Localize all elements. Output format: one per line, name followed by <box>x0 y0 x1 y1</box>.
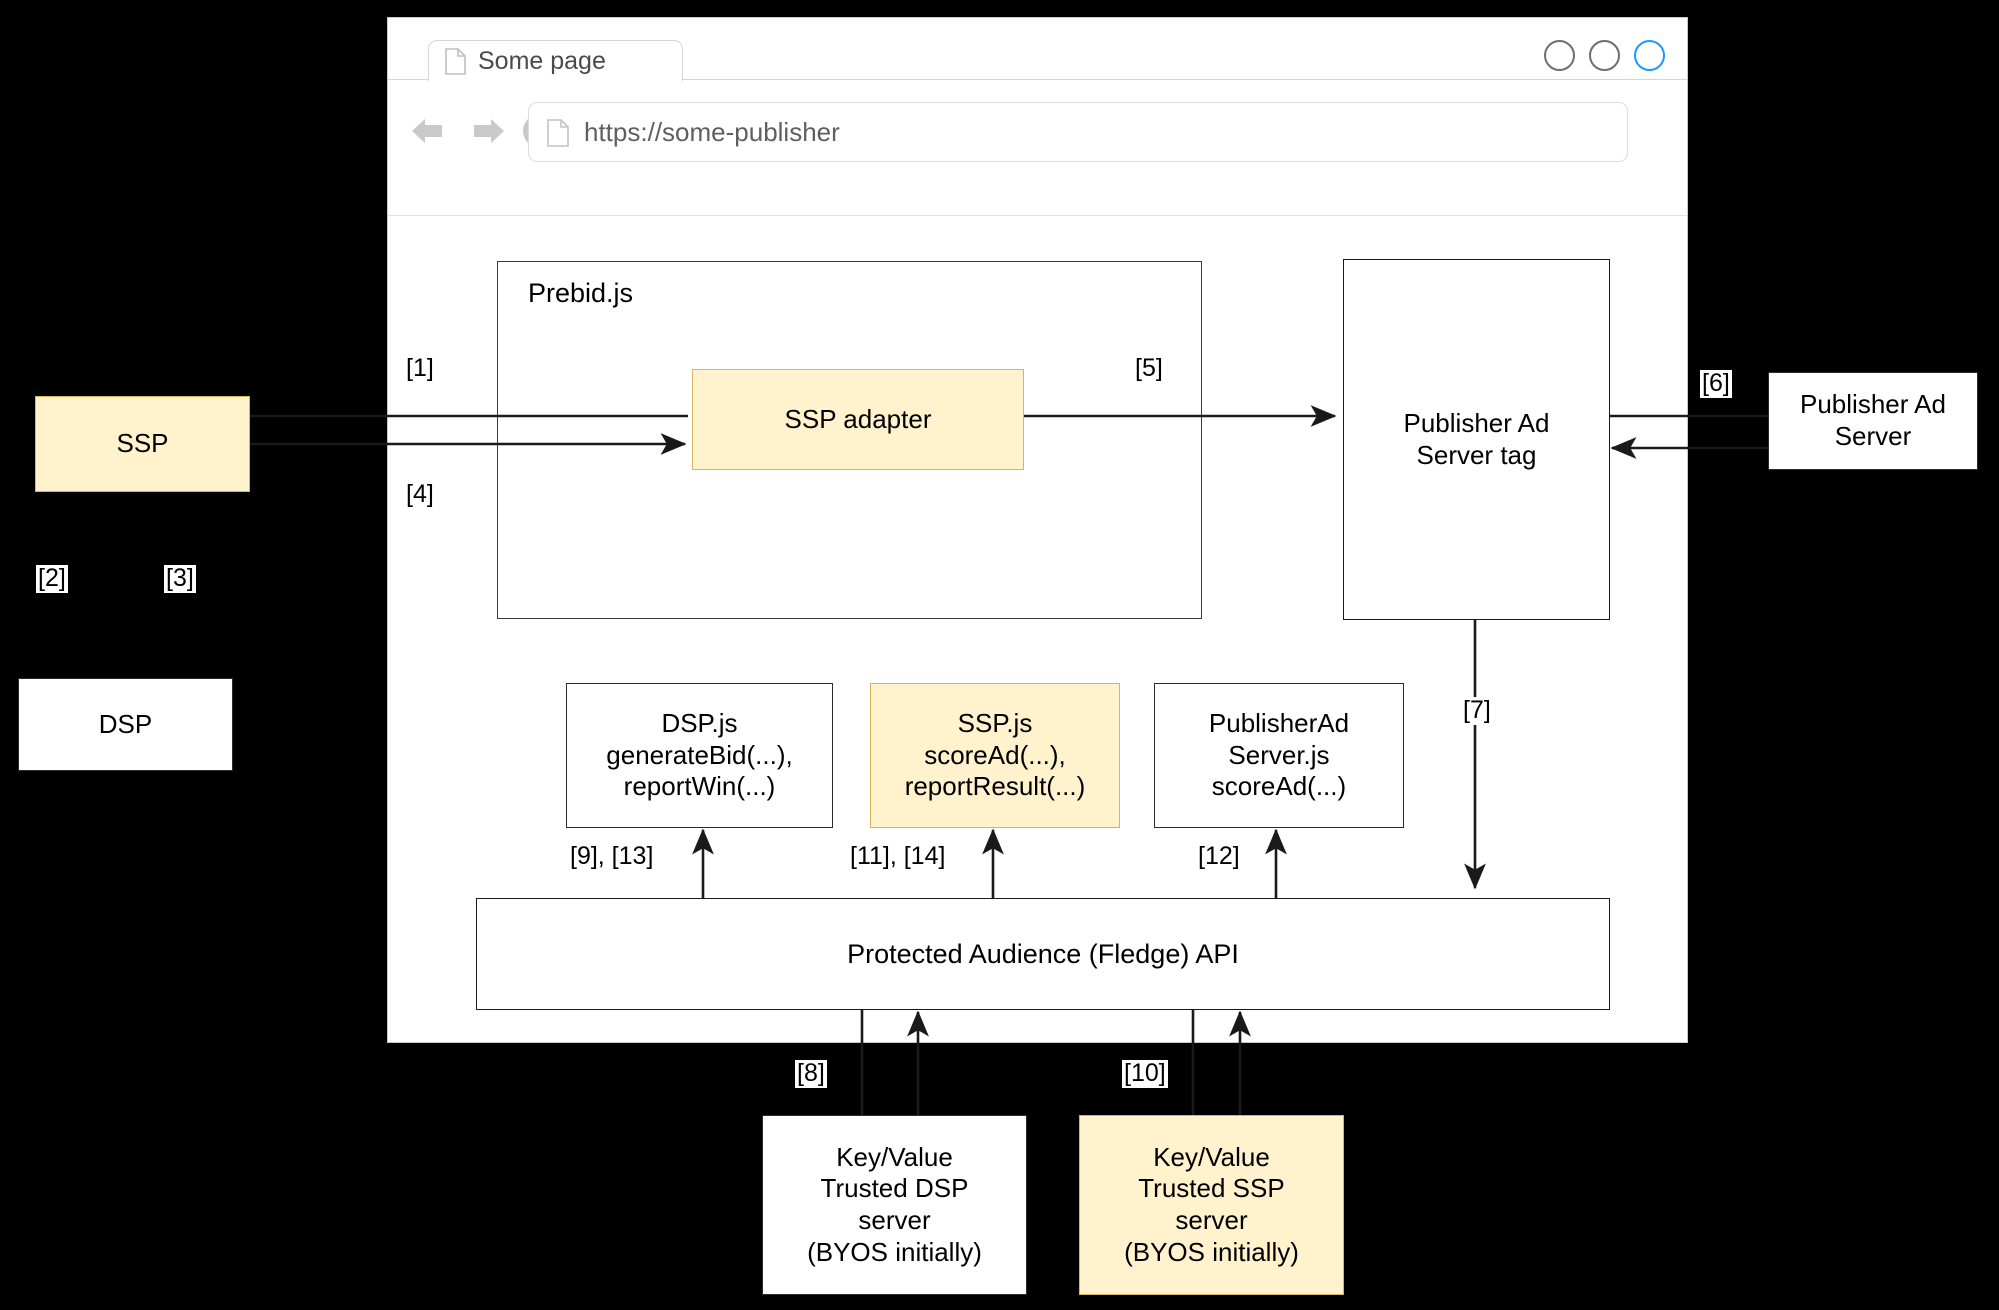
kv-dsp-server-box: Key/Value Trusted DSP server (BYOS initi… <box>762 1115 1027 1295</box>
navigation-bar: https://some-publisher <box>388 80 1687 216</box>
step-label-6: [6] <box>1700 369 1732 398</box>
minimize-button[interactable] <box>1544 40 1575 71</box>
kv-ssp-server-label: Key/Value Trusted SSP server (BYOS initi… <box>1124 1141 1299 1267</box>
dsp-js-box: DSP.js generateBid(...), reportWin(...) <box>566 683 833 828</box>
kv-ssp-server-box: Key/Value Trusted SSP server (BYOS initi… <box>1079 1115 1344 1295</box>
maximize-button[interactable] <box>1589 40 1620 71</box>
dsp-js-label: DSP.js generateBid(...), reportWin(...) <box>606 707 793 802</box>
pub-ad-server-js-label: PublisherAd Server.js scoreAd(...) <box>1208 707 1350 802</box>
tab-strip: Some page <box>388 18 1687 81</box>
step-label-9-13: [9], [13] <box>568 842 656 871</box>
ssp-label: SSP <box>116 428 169 459</box>
step-label-12: [12] <box>1196 842 1242 871</box>
pub-ad-server-tag-box: Publisher Ad Server tag <box>1343 259 1610 620</box>
forward-arrow-icon[interactable] <box>462 110 508 157</box>
dsp-label: DSP <box>98 708 153 739</box>
pub-ad-server-box: Publisher Ad Server <box>1768 372 1978 470</box>
step-label-1: [1] <box>404 354 436 383</box>
step-label-5: [5] <box>1133 354 1165 383</box>
pub-ad-server-label: Publisher Ad Server <box>1800 389 1946 451</box>
pub-ad-server-js-box: PublisherAd Server.js scoreAd(...) <box>1154 683 1404 828</box>
step-label-2: [2] <box>36 564 68 593</box>
ssp-box: SSP <box>35 396 250 492</box>
step-label-8: [8] <box>795 1059 827 1088</box>
ssp-adapter-box: SSP adapter <box>692 369 1024 470</box>
step-label-10: [10] <box>1122 1059 1168 1088</box>
close-button[interactable] <box>1634 40 1665 71</box>
tab-some-page[interactable]: Some page <box>428 40 683 81</box>
address-bar[interactable]: https://some-publisher <box>528 102 1628 162</box>
back-arrow-icon[interactable] <box>408 110 454 157</box>
ssp-js-box: SSP.js scoreAd(...), reportResult(...) <box>870 683 1120 828</box>
fledge-api-label: Protected Audience (Fledge) API <box>847 938 1239 969</box>
window-controls <box>1544 40 1665 71</box>
step-label-3: [3] <box>164 564 196 593</box>
prebid-container-label: Prebid.js <box>528 278 634 308</box>
page-document-icon <box>445 47 466 75</box>
tab-title: Some page <box>478 46 606 75</box>
address-bar-url: https://some-publisher <box>584 116 840 147</box>
dsp-box: DSP <box>18 678 233 771</box>
kv-dsp-server-label: Key/Value Trusted DSP server (BYOS initi… <box>807 1141 982 1267</box>
page-document-icon <box>547 118 569 147</box>
ssp-adapter-label: SSP adapter <box>784 403 932 434</box>
step-label-11-14: [11], [14] <box>848 842 948 871</box>
step-label-7: [7] <box>1461 696 1493 725</box>
fledge-api-bar: Protected Audience (Fledge) API <box>476 898 1610 1010</box>
pub-ad-server-tag-label: Publisher Ad Server tag <box>1403 407 1550 470</box>
prebid-container <box>497 261 1202 619</box>
ssp-js-label: SSP.js scoreAd(...), reportResult(...) <box>904 707 1086 802</box>
step-label-4: [4] <box>404 480 436 509</box>
